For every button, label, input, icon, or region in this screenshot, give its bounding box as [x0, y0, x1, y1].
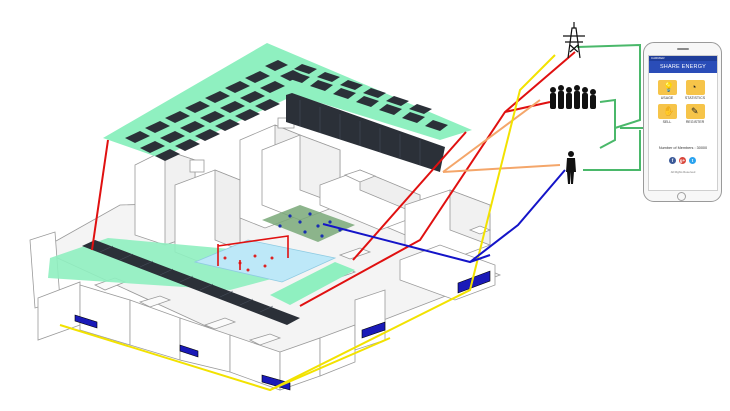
green-tower-line [576, 43, 641, 129]
battery-strips [74, 270, 491, 391]
members-count: Number of Members : 30000 [658, 146, 708, 150]
red-roof-right-line [352, 131, 467, 261]
roof-panel-wall [286, 93, 445, 172]
gauge-icon: ◔ [691, 82, 697, 92]
blue-line-2 [469, 254, 491, 263]
green-ground-right [270, 262, 355, 305]
pool-area [193, 239, 337, 283]
twitter-icon[interactable]: t [689, 157, 696, 164]
register-label: REGISTER [685, 120, 705, 124]
pool-frame [217, 235, 289, 270]
google-plus-icon[interactable]: g+ [679, 157, 686, 164]
blue-line [322, 169, 566, 264]
roof-solar-panels [125, 60, 448, 161]
hand-coin-icon: ✋ [663, 106, 675, 116]
lightbulb-icon: 💡 [663, 82, 675, 92]
green-people-line [599, 98, 616, 149]
ground-solar-array [82, 240, 300, 325]
phone-speaker [677, 48, 689, 50]
green-person-line [583, 130, 641, 171]
red-network-line [299, 51, 576, 307]
usage-label: USAGE [660, 96, 674, 100]
yellow-base-line [269, 337, 391, 391]
group-of-people-icon [550, 85, 596, 109]
status-bar: CARRIER [649, 56, 717, 61]
sell-label: SELL [662, 120, 672, 124]
register-tile[interactable]: ✎ [686, 104, 705, 119]
orange-person-line [442, 164, 561, 173]
plaza-people [278, 212, 342, 238]
yellow-loop-line [59, 54, 556, 392]
red-roof-left-line [91, 139, 109, 251]
home-button[interactable] [677, 192, 686, 201]
app-footer: All Rights Reserved [670, 170, 696, 174]
pen-icon: ✎ [691, 106, 699, 116]
share-energy-app-screen: CARRIER SHARE ENERGY 💡 USAGE ◔ STATISTIC… [648, 55, 718, 191]
plaza-area [262, 205, 355, 242]
statistics-label: STATISTICS [684, 96, 706, 100]
smartphone-icon: CARRIER SHARE ENERGY 💡 USAGE ◔ STATISTIC… [643, 42, 722, 202]
red-people-line [504, 101, 551, 113]
statistics-tile[interactable]: ◔ [686, 80, 705, 95]
social-buttons: f g+ t [669, 157, 699, 165]
app-title: SHARE ENERGY [649, 61, 717, 73]
sell-tile[interactable]: ✋ [658, 104, 677, 119]
single-person-icon [566, 151, 576, 184]
connection-lines [59, 43, 643, 392]
transmission-tower-icon [563, 22, 585, 59]
orange-roof-line [442, 99, 541, 173]
facebook-icon[interactable]: f [669, 157, 676, 164]
usage-tile[interactable]: 💡 [658, 80, 677, 95]
